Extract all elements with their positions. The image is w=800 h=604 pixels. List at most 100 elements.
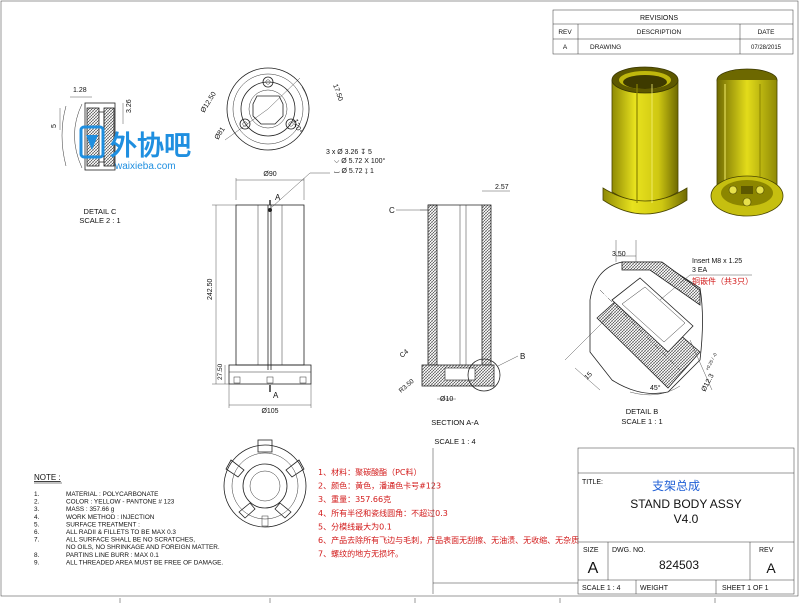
note-text: SURFACE TREATMENT : bbox=[66, 521, 140, 528]
bottom-ticks bbox=[119, 598, 716, 603]
cn-note-line: 2、颜色：黄色，潘通色卡号#123 bbox=[318, 481, 441, 491]
size-value: A bbox=[588, 560, 599, 577]
rev-col-header: REV bbox=[558, 29, 572, 36]
note-number: 1. bbox=[34, 491, 40, 498]
top-view-dim-d12-50: Ø12.50 bbox=[200, 91, 218, 114]
bottom-view bbox=[223, 439, 307, 528]
detail-b-scale: SCALE 1 : 1 bbox=[621, 417, 662, 426]
cn-notes-list: 1、材料：聚碳酸酯（PC料） 2、颜色：黄色，潘通色卡号#123 3、重量：357.… bbox=[318, 467, 579, 559]
render-iso-front bbox=[602, 66, 688, 215]
notes-block: NOTE : 1. MATERIAL : POLYCARBONATE 2. COLOR… bbox=[34, 473, 223, 566]
notes-list: 1. MATERIAL : POLYCARBONATE 2. COLOR : YELL… bbox=[34, 491, 223, 566]
cn-note-line: 3、重量：357.66克 bbox=[318, 494, 391, 504]
detail-b-dim-45deg: 45° bbox=[650, 384, 661, 392]
top-view-dim-17-50: 17.50 bbox=[331, 83, 344, 102]
note-text: PARTINS LINE BURR : MAX 0.1 bbox=[66, 552, 159, 559]
note-text: NO OILS, NO SHRINKAGE AND FOREIGN MATTER… bbox=[66, 544, 220, 551]
section-letter-top: A bbox=[275, 193, 281, 202]
title-en: STAND BODY ASSY bbox=[630, 497, 742, 511]
sheet-value: SHEET 1 OF 1 bbox=[722, 585, 769, 592]
title-block: TITLE: 支架总成 STAND BODY ASSY V4.0 SIZE A … bbox=[432, 447, 795, 595]
note-text: ALL SURFACE SHALL BE NO SCRATCHES, bbox=[66, 537, 195, 544]
hole-callout: 3 x Ø 3.26 ↧ 5 ⌵ Ø 5.72 X 100° ⌴ Ø 5.72 … bbox=[271, 148, 386, 208]
dwg-no-value: 824503 bbox=[659, 558, 699, 572]
note-number: 5. bbox=[34, 521, 40, 528]
watermark-url: waixieba.com bbox=[114, 161, 176, 172]
hole-callout-line-3: ⌴ Ø 5.72 ↧ 1 bbox=[334, 168, 374, 175]
hole-callout-line-1: 3 x Ø 3.26 ↧ 5 bbox=[326, 148, 372, 156]
note-number: 4. bbox=[34, 514, 40, 521]
section-aa-title: SECTION A-A bbox=[431, 418, 479, 427]
cn-note-line: 4、所有半径和瓷线圆角：不超过0.3 bbox=[318, 508, 448, 518]
revisions-header: REVISIONS bbox=[640, 15, 678, 22]
detail-c-dim-2: 3.26 bbox=[126, 99, 133, 113]
note-text: MATERIAL : POLYCARBONATE bbox=[66, 491, 158, 498]
detail-c-view: 1.28 3.26 5 DETAIL C SCALE 2 : 1 bbox=[51, 87, 133, 225]
front-view-dim-d90: Ø90 bbox=[263, 171, 276, 178]
front-view: Ø90 242.50 27.50 Ø105 A A bbox=[207, 171, 312, 415]
detail-b-dim-d12-3: Ø12.3 bbox=[701, 373, 716, 393]
cn-note-line: 5、分模线最大为0.1 bbox=[318, 521, 392, 531]
note-text: ALL RADII & FILLETS TO BE MAX 0.3 bbox=[66, 529, 176, 536]
top-view: Ø12.50 Ø81 17.50 120° bbox=[200, 67, 344, 151]
revision-row-description: DRAWING bbox=[590, 44, 621, 51]
front-view-dim-242-50: 242.50 bbox=[207, 278, 214, 300]
note-number: 3. bbox=[34, 506, 40, 513]
revision-row-rev: A bbox=[563, 44, 568, 51]
note-number: 2. bbox=[34, 499, 40, 506]
section-dim-c4: C4 bbox=[399, 348, 410, 359]
title-label: TITLE: bbox=[582, 479, 603, 486]
cn-note-line: 7、螺纹的地方无损坏。 bbox=[318, 549, 403, 559]
section-label-c: C bbox=[389, 206, 395, 215]
detail-b-insert-cn: 铜嵌件（共3只） bbox=[692, 276, 753, 286]
detail-b-dim-15: 15 bbox=[583, 371, 594, 382]
notes-heading: NOTE : bbox=[34, 473, 61, 482]
top-view-dim-120deg: 120° bbox=[291, 118, 304, 135]
section-dim-2-57: 2.57 bbox=[495, 184, 509, 191]
note-text: MASS : 357.66 g bbox=[66, 506, 115, 513]
detail-b-insert-qty: 3 EA bbox=[692, 267, 708, 274]
detail-c-scale: SCALE 2 : 1 bbox=[79, 216, 120, 225]
front-view-dim-27-50: 27.50 bbox=[217, 363, 224, 380]
detail-c-dim-1: 1.28 bbox=[73, 87, 87, 94]
detail-b-title: DETAIL B bbox=[626, 407, 659, 416]
dwg-no-label: DWG. NO. bbox=[612, 547, 645, 554]
watermark-logo: 外协吧 waixieba.com bbox=[79, 125, 191, 172]
description-col-header: DESCRIPTION bbox=[637, 29, 682, 36]
date-col-header: DATE bbox=[758, 29, 776, 36]
top-view-dim-d81: Ø81 bbox=[214, 126, 227, 141]
detail-c-title: DETAIL C bbox=[84, 207, 118, 216]
section-letter-bottom: A bbox=[273, 391, 279, 400]
note-text: COLOR : YELLOW - PANTONE # 123 bbox=[66, 499, 175, 506]
hole-callout-line-2: ⌵ Ø 5.72 X 100° bbox=[334, 157, 386, 165]
section-label-b: B bbox=[520, 352, 525, 361]
render-iso-rear bbox=[710, 68, 784, 217]
front-view-dim-d105: Ø105 bbox=[261, 408, 278, 415]
cn-note-line: 6、产品去除所有飞边与毛刺，产品表面无刮擦、无油渍、无收缩、无杂质 bbox=[318, 535, 579, 545]
note-number: 9. bbox=[34, 559, 40, 566]
scale-value: SCALE 1 : 4 bbox=[582, 585, 621, 592]
detail-c-dim-3: 5 bbox=[51, 124, 58, 128]
rev-value: A bbox=[766, 560, 776, 576]
revision-row-date: 07/28/2015 bbox=[751, 45, 782, 51]
title-version: V4.0 bbox=[674, 512, 699, 526]
rev-label: REV bbox=[759, 547, 774, 554]
note-text: WORK METHOD : INJECTION bbox=[66, 514, 155, 521]
note-number: 6. bbox=[34, 529, 40, 536]
detail-b-dim-3-50: 3.50 bbox=[612, 251, 626, 258]
note-number: 8. bbox=[34, 552, 40, 559]
detail-b-insert-note: Insert M8 x 1.25 bbox=[692, 258, 742, 265]
note-number: 7. bbox=[34, 537, 40, 544]
watermark-brand: 外协吧 bbox=[110, 131, 191, 162]
section-aa-view: C 2.57 C4 R3.50 Ø10 B SECTION A-A SCALE … bbox=[389, 184, 525, 446]
section-dim-r3-50: R3.50 bbox=[398, 378, 416, 395]
detail-b-view: 3.50 15 45° Ø12.3 +0.25 / -0 Insert M8 x… bbox=[564, 240, 753, 426]
cn-note-line: 1、材料：聚碳酸酯（PC料） bbox=[318, 467, 422, 477]
revisions-table: REVISIONS REV DESCRIPTION DATE A DRAWING… bbox=[552, 9, 794, 55]
note-text: ALL THREADED AREA MUST BE FREE OF DAMAGE… bbox=[66, 559, 223, 566]
section-aa-scale: SCALE 1 : 4 bbox=[434, 437, 475, 446]
title-cn: 支架总成 bbox=[652, 479, 700, 493]
cn-notes-block: 1、材料：聚碳酸酯（PC料） 2、颜色：黄色，潘通色卡号#123 3、重量：357.… bbox=[318, 467, 579, 559]
